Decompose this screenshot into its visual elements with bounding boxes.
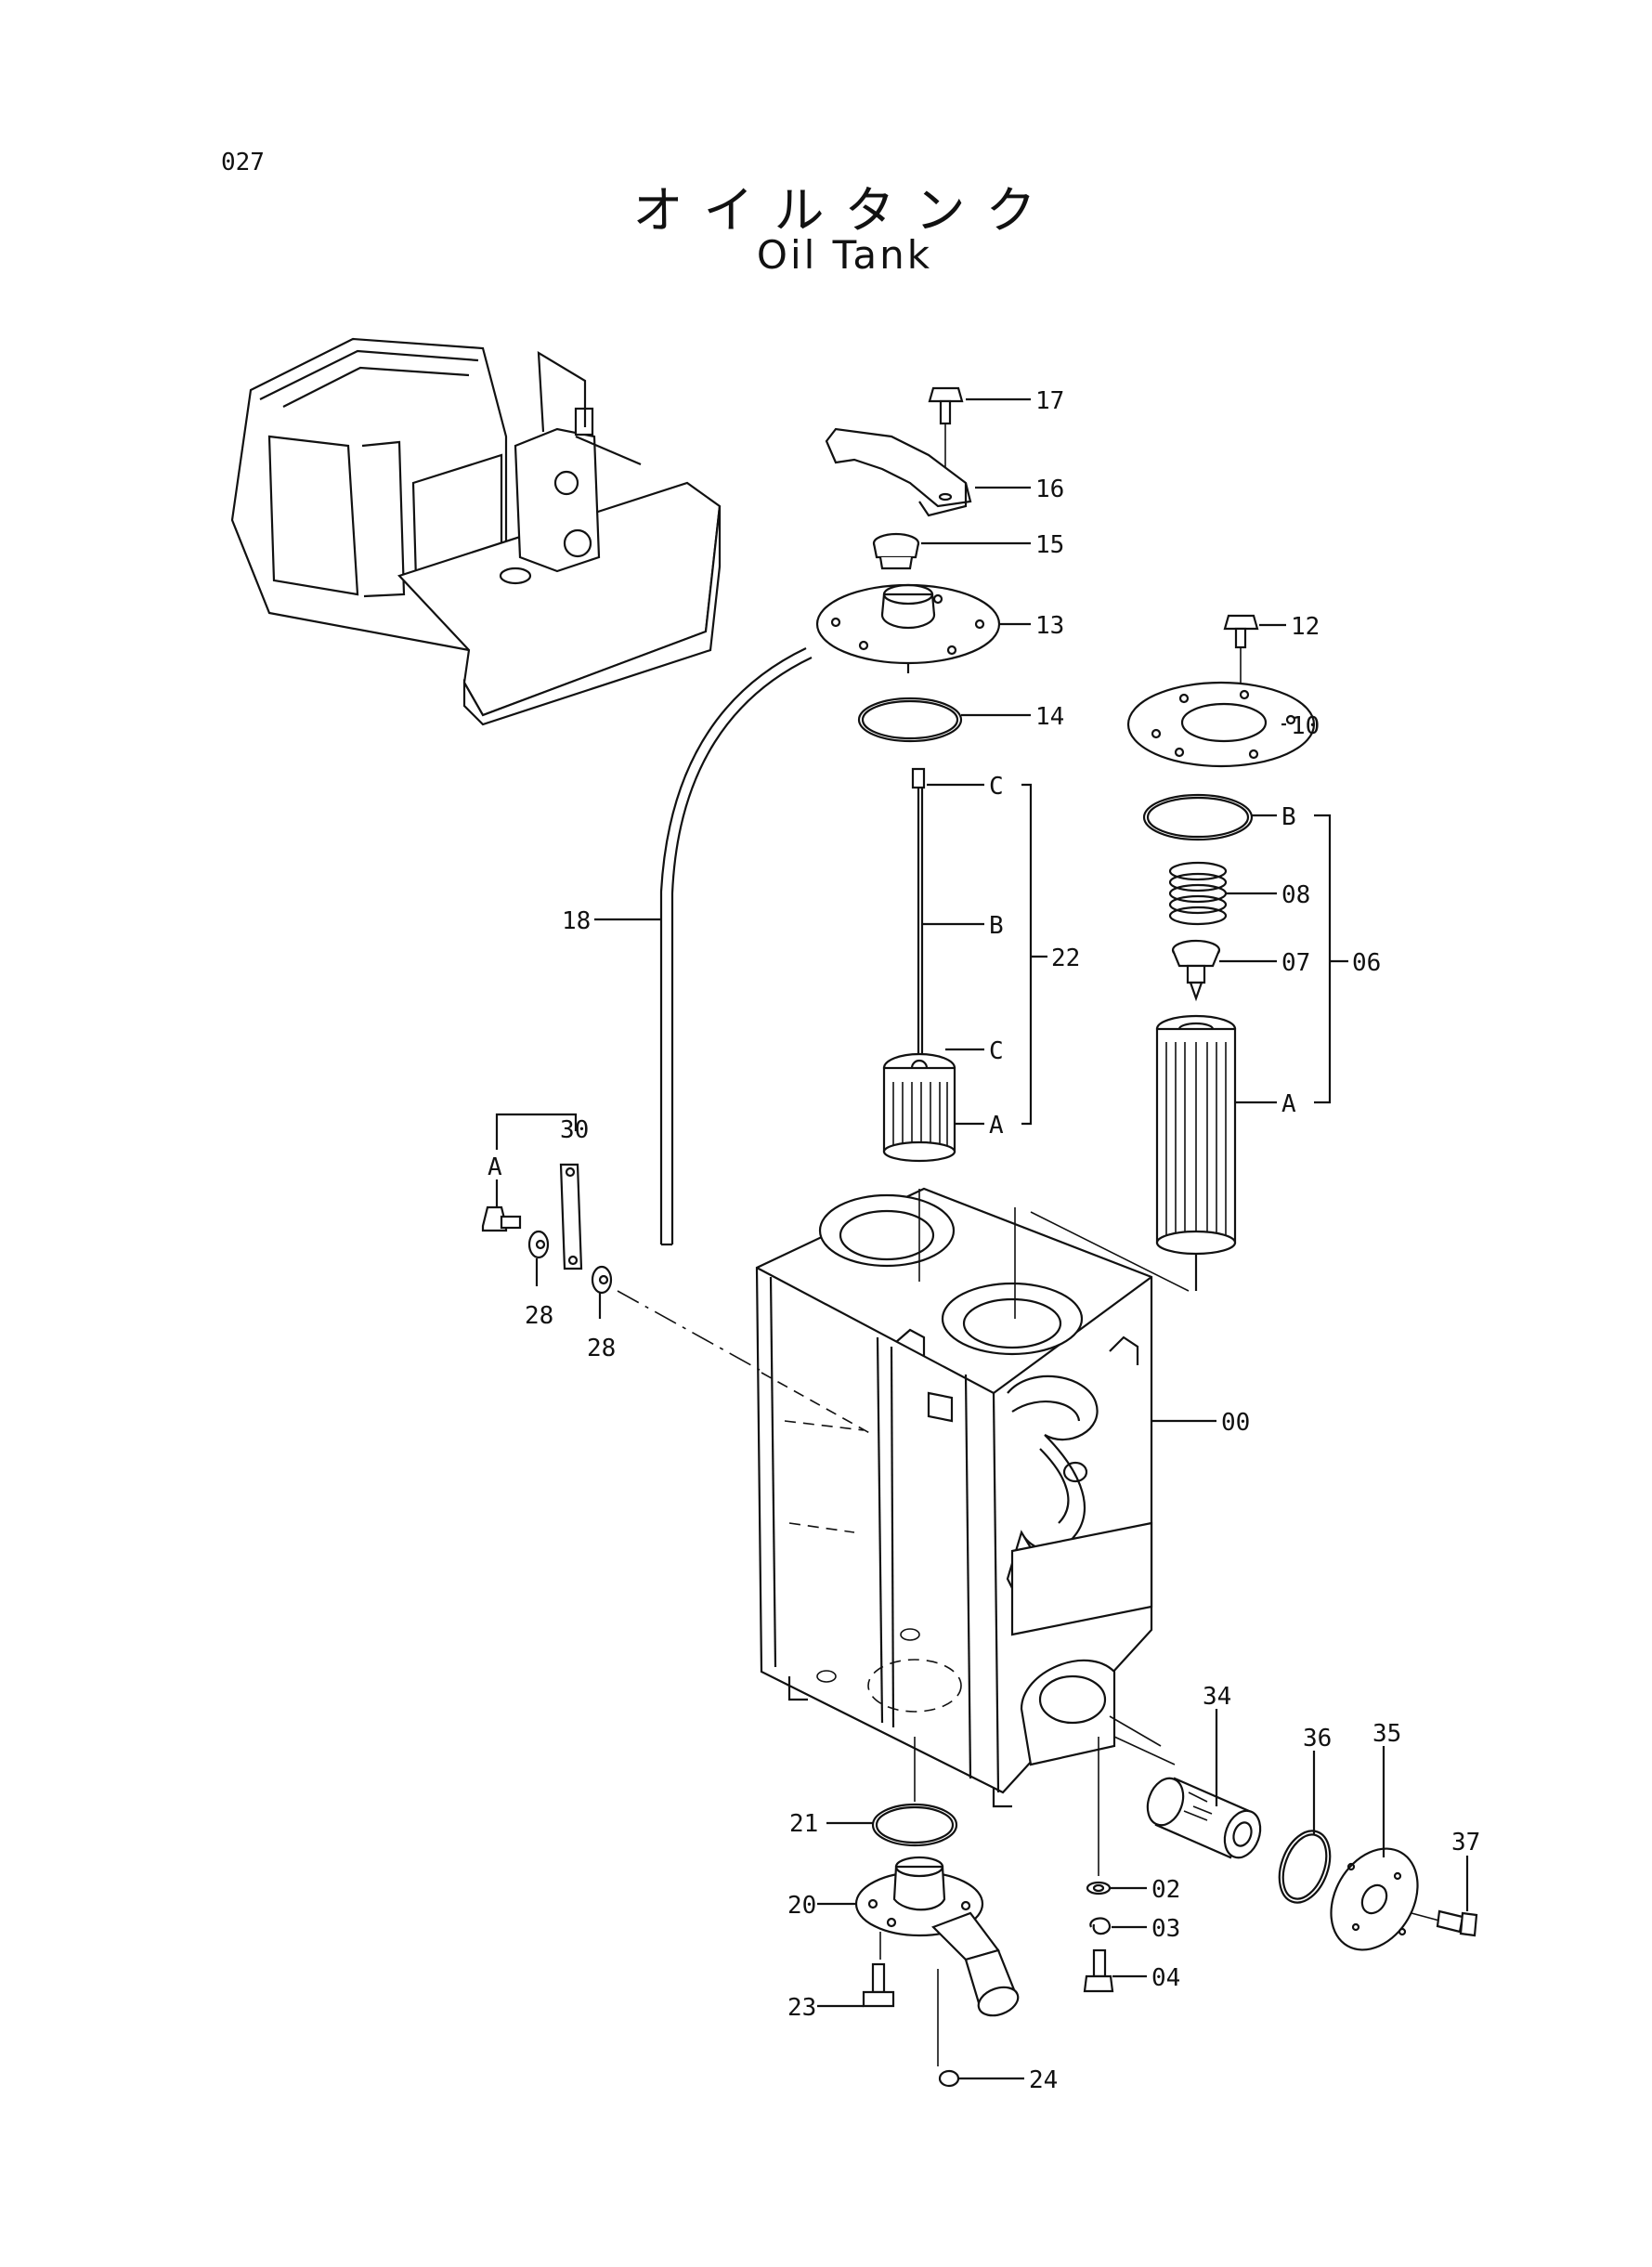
part-37-bolt: [1411, 1856, 1478, 1937]
filter-element-a: [1155, 1014, 1237, 1256]
callout-36: 36: [1303, 1725, 1332, 1752]
callout-28-right: 28: [587, 1335, 616, 1362]
sub-ref-b-22: B: [989, 912, 1004, 940]
part-21-o-ring: [826, 1737, 958, 1847]
callout-06: 06: [1352, 949, 1381, 977]
part-07-valve: [1171, 939, 1221, 1002]
callout-37: 37: [1451, 1829, 1480, 1857]
part-34-suction-strainer: [1113, 1709, 1262, 1859]
callout-30: 30: [560, 1116, 589, 1144]
part-13-cover-plate: [815, 583, 1031, 673]
title-english: Oil Tank: [756, 232, 933, 278]
part-20-suction-pipe: [817, 1856, 1020, 2066]
part-18-breather-hose: [594, 647, 813, 1246]
callout-16: 16: [1035, 476, 1064, 503]
page-number: 027: [221, 149, 265, 176]
callout-12: 12: [1291, 613, 1320, 641]
part-10-filter-cover: [1126, 681, 1316, 768]
part-24-plug: [938, 2069, 1024, 2088]
part-03-lock-washer: [1089, 1917, 1147, 1935]
callout-03: 03: [1151, 1915, 1180, 1943]
callout-18: 18: [562, 907, 591, 935]
excavator-overview-illustration: [230, 337, 722, 726]
part-02-washer: [1086, 1737, 1147, 1896]
reference-chain-line: [617, 1290, 761, 1371]
part-12-bolt: [1223, 614, 1286, 687]
callout-00: 00: [1221, 1409, 1250, 1437]
part-08-spring: [1168, 861, 1228, 926]
sub-ref-a-30: A: [488, 1153, 502, 1181]
hidden-line: [761, 1372, 874, 1436]
sub-ref-a-22: A: [989, 1112, 1004, 1140]
part-35-cover: [1330, 1746, 1419, 1951]
part-36-o-ring: [1278, 1751, 1332, 1904]
callout-34: 34: [1203, 1683, 1231, 1711]
callout-10: 10: [1291, 712, 1320, 740]
callout-20: 20: [787, 1892, 816, 1920]
part-14-o-ring: [857, 697, 1031, 743]
part-22-filter-assembly: [882, 767, 1047, 1163]
part-23-bolt: [817, 1962, 895, 2008]
part-06-return-filter-kit: [1142, 793, 1348, 1291]
callout-21: 21: [789, 1810, 818, 1838]
callout-04: 04: [1151, 1964, 1180, 1992]
part-17-bolt: [928, 386, 1031, 492]
callout-22: 22: [1051, 945, 1080, 972]
callout-13: 13: [1035, 612, 1064, 640]
part-04-bolt: [1083, 1948, 1147, 1993]
callout-02: 02: [1151, 1876, 1180, 1904]
title-japanese: オイルタンク: [632, 181, 1057, 240]
bolt-a: [481, 1205, 522, 1232]
sub-ref-c-top: C: [989, 773, 1004, 801]
callout-17: 17: [1035, 387, 1064, 415]
alignment-line: [1109, 1715, 1162, 1747]
callout-labels: 17 16 15 13 14 12 10 C B C A 22 B 08 07 …: [488, 387, 1480, 2094]
callout-23: 23: [787, 1994, 816, 2022]
part-16-clamp: [825, 427, 1031, 517]
callout-35: 35: [1372, 1720, 1401, 1748]
callout-24: 24: [1029, 2066, 1058, 2094]
callout-08: 08: [1281, 881, 1310, 909]
part-30-link-kit: [481, 1113, 613, 1319]
callout-14: 14: [1035, 703, 1064, 731]
callout-15: 15: [1035, 531, 1064, 559]
sub-ref-c-low: C: [989, 1037, 1004, 1065]
part-15-cap: [872, 532, 1031, 570]
sub-ref-b-06: B: [1281, 803, 1296, 831]
callout-07: 07: [1281, 949, 1310, 977]
callout-28-left: 28: [525, 1302, 553, 1330]
sub-ref-a-06: A: [1281, 1090, 1296, 1118]
part-00-oil-tank: [755, 1187, 1216, 1808]
